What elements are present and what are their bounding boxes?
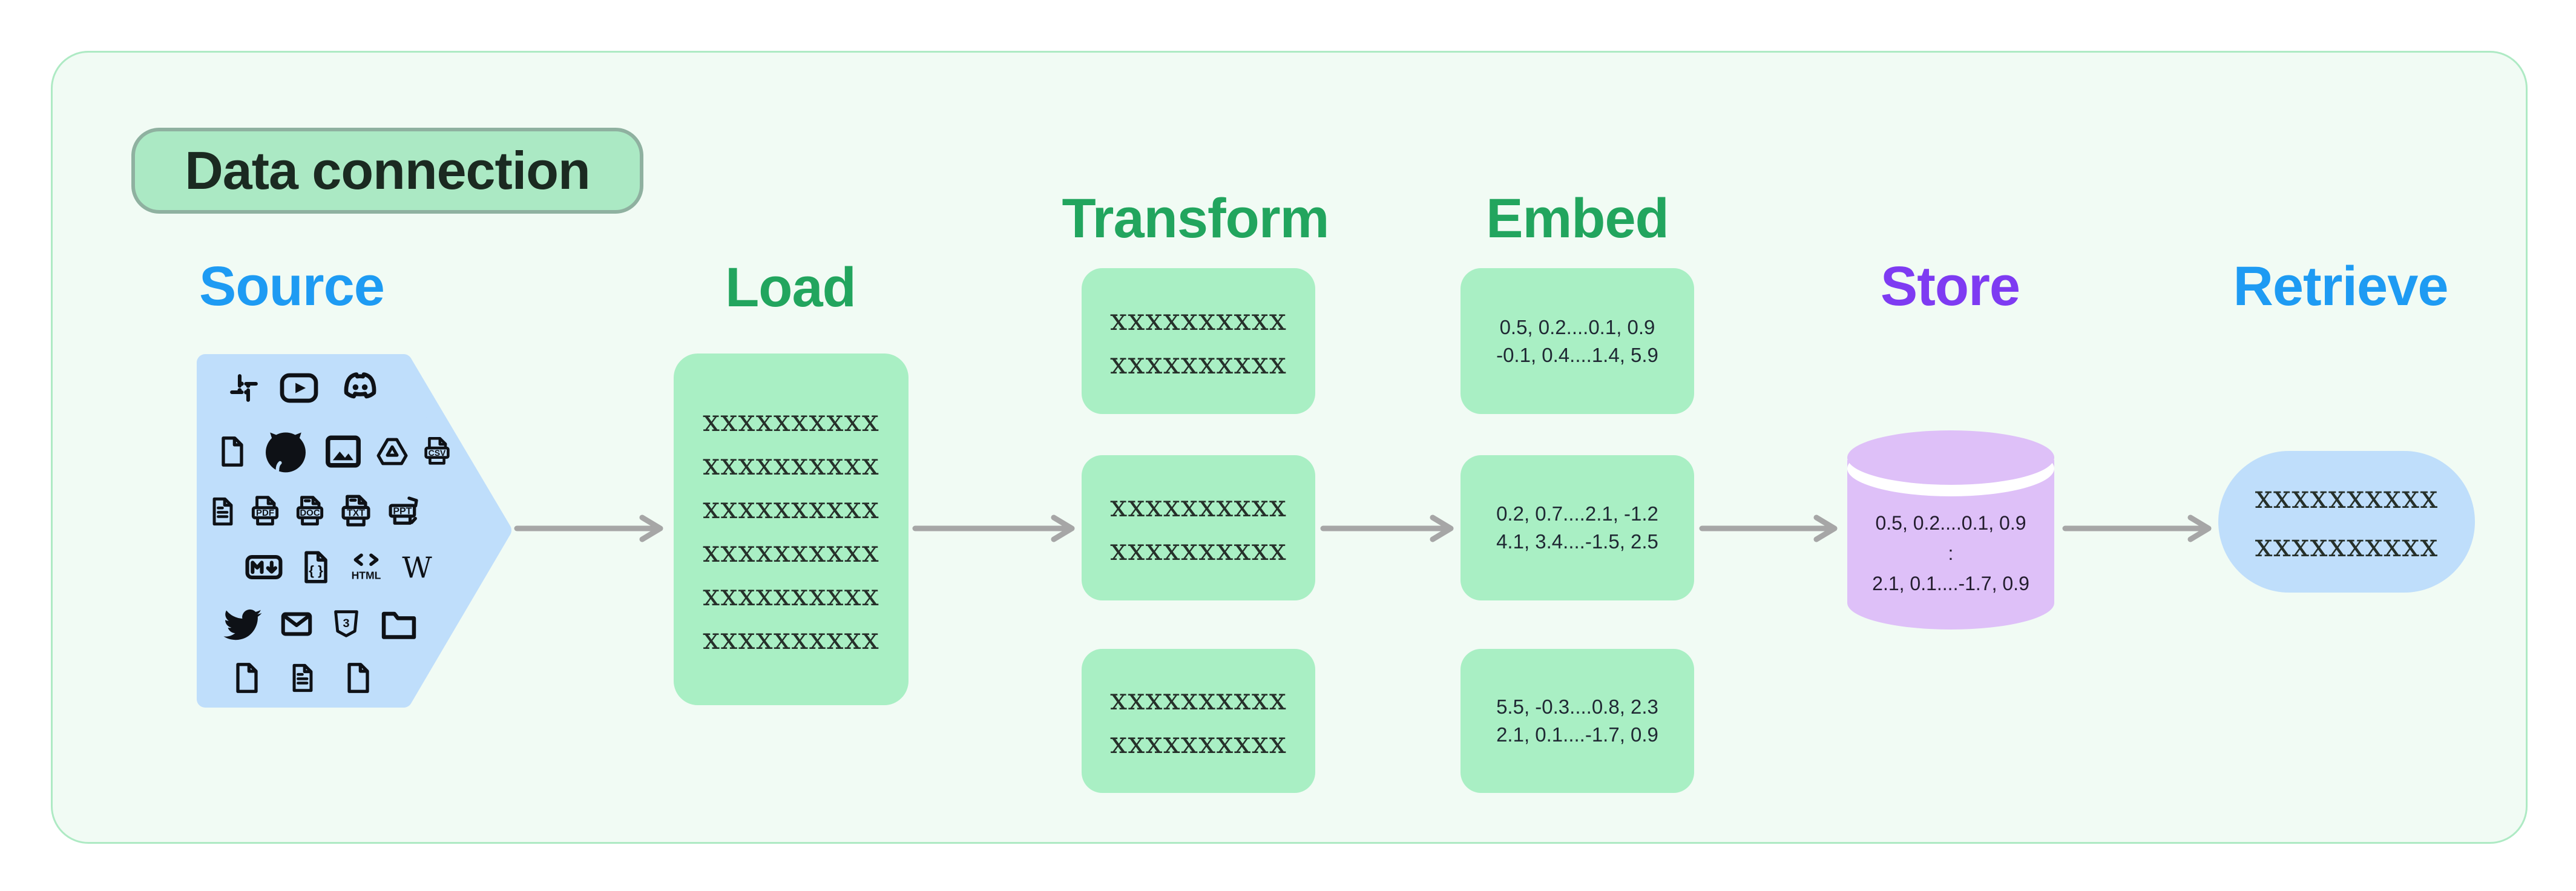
embed-vector-line: 0.5, 0.2....0.1, 0.9: [1499, 315, 1655, 338]
wikipedia-icon: W: [398, 548, 436, 587]
store-vector-line: 2.1, 0.1....-1.7, 0.9: [1872, 573, 2029, 594]
github-icon: [260, 426, 312, 478]
csv-file-icon: CSV: [419, 434, 455, 469]
stage-label-transform: Transform: [1062, 188, 1330, 249]
transform-box-line: xxxxxxxxxx: [1110, 301, 1287, 337]
stage-label-retrieve: Retrieve: [2233, 255, 2448, 317]
document-text-icon: [206, 495, 239, 528]
txt-file-icon: TXT: [336, 492, 376, 531]
embed-vector-line: 5.5, -0.3....0.8, 2.3: [1496, 695, 1658, 718]
svg-text:HTML: HTML: [352, 570, 381, 582]
source-icons-row: { } HTML W: [205, 546, 455, 588]
embed-vector-line: 2.1, 0.1....-1.7, 0.9: [1496, 723, 1658, 746]
diagram-panel: Data connection Source Load Transform Em…: [51, 51, 2528, 844]
embed-vector-line: 0.2, 0.7....2.1, -1.2: [1496, 502, 1658, 525]
load-box: xxxxxxxxxx xxxxxxxxxx xxxxxxxxxx xxxxxxx…: [674, 353, 908, 705]
stage-label-load: Load: [725, 257, 856, 318]
arrow-embed-to-store: [1699, 515, 1838, 542]
arrow-load-to-transform: [912, 515, 1075, 542]
source-icons-grid: CSV PDF DOC TXT PPT { } HTML W 3: [205, 365, 455, 695]
svg-text:TXT: TXT: [347, 508, 365, 519]
folder-icon: [378, 603, 419, 645]
transform-box-1: xxxxxxxxxx xxxxxxxxxx: [1082, 268, 1315, 414]
transform-box-2: xxxxxxxxxx xxxxxxxxxx: [1082, 455, 1315, 600]
vector-store-contents: 0.5, 0.2....0.1, 0.9 : 2.1, 0.1....-1.7,…: [1845, 508, 2056, 599]
transform-box-line: xxxxxxxxxx: [1110, 532, 1287, 567]
svg-text:3: 3: [343, 617, 349, 630]
arrow-source-to-load: [514, 515, 663, 542]
svg-text:CSV: CSV: [429, 447, 446, 457]
json-file-icon: { }: [297, 548, 335, 586]
embed-box-1: 0.5, 0.2....0.1, 0.9 -0.1, 0.4....1.4, 5…: [1460, 268, 1694, 414]
svg-text:{ }: { }: [309, 563, 323, 578]
store-vector-line: :: [1948, 542, 1954, 564]
embed-vector-line: -0.1, 0.4....1.4, 5.9: [1496, 343, 1658, 366]
embed-box-3: 5.5, -0.3....0.8, 2.3 2.1, 0.1....-1.7, …: [1460, 649, 1694, 793]
source-icons-row: 3: [205, 602, 455, 646]
stage-label-embed: Embed: [1486, 188, 1669, 249]
discord-icon: [337, 365, 383, 411]
slack-icon: [227, 371, 261, 405]
youtube-icon: [278, 367, 320, 409]
embed-vector-line: 4.1, 3.4....-1.5, 2.5: [1496, 530, 1658, 553]
html-icon: HTML: [347, 548, 386, 587]
transform-box-line: xxxxxxxxxx: [1110, 682, 1287, 717]
load-box-line: xxxxxxxxxx: [703, 403, 879, 438]
source-icons-row: [205, 365, 455, 411]
load-box-line: xxxxxxxxxx: [703, 490, 879, 525]
transform-box-line: xxxxxxxxxx: [1110, 345, 1287, 381]
svg-text:W: W: [402, 551, 432, 585]
stage-label-store: Store: [1880, 255, 2020, 317]
source-icons-row: CSV: [205, 426, 455, 478]
file-icon: [341, 660, 376, 695]
google-drive-icon: [375, 434, 410, 469]
arrow-transform-to-embed: [1320, 515, 1454, 542]
file-icon: [215, 434, 250, 469]
vector-store-cylinder: [1847, 430, 2054, 630]
arrow-store-to-retrieve: [2062, 515, 2212, 542]
retrieve-box: xxxxxxxxxx xxxxxxxxxx: [2218, 451, 2475, 593]
doc-file-icon: DOC: [291, 493, 329, 530]
email-icon: [279, 607, 314, 642]
load-box-line: xxxxxxxxxx: [703, 533, 879, 569]
load-box-line: xxxxxxxxxx: [703, 577, 879, 613]
retrieve-box-line: xxxxxxxxxx: [2255, 479, 2439, 516]
source-icons-row: PDF DOC TXT PPT: [205, 492, 455, 531]
badge-label: Data connection: [185, 140, 591, 200]
source-icons-row: [205, 660, 455, 695]
image-icon: [321, 430, 365, 473]
transform-box-3: xxxxxxxxxx xxxxxxxxxx: [1082, 649, 1315, 793]
svg-text:DOC: DOC: [300, 508, 320, 518]
pdf-file-icon: PDF: [246, 493, 284, 530]
svg-text:PPT: PPT: [393, 507, 412, 517]
document-text-icon: [286, 662, 319, 694]
markdown-icon: [243, 546, 285, 588]
stage-label-source: Source: [199, 255, 385, 317]
transform-box-line: xxxxxxxxxx: [1110, 725, 1287, 760]
load-box-line: xxxxxxxxxx: [703, 446, 879, 482]
load-box-line: xxxxxxxxxx: [703, 620, 879, 656]
svg-text:PDF: PDF: [256, 508, 274, 518]
store-vector-line: 0.5, 0.2....0.1, 0.9: [1875, 512, 2026, 534]
twitter-icon: [221, 602, 264, 646]
css3-icon: 3: [329, 607, 364, 642]
embed-box-2: 0.2, 0.7....2.1, -1.2 4.1, 3.4....-1.5, …: [1460, 455, 1694, 600]
file-icon: [229, 660, 264, 695]
transform-box-line: xxxxxxxxxx: [1110, 488, 1287, 524]
retrieve-box-line: xxxxxxxxxx: [2255, 528, 2439, 564]
ppt-file-icon: PPT: [383, 492, 423, 531]
data-connection-badge: Data connection: [131, 128, 643, 214]
